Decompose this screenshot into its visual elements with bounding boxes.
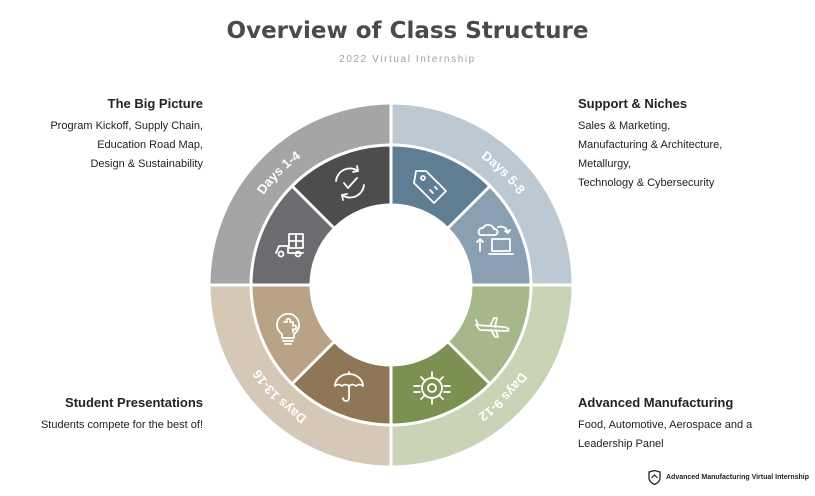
outer-ring-days-13-16 xyxy=(209,285,391,467)
engine-gears-icon xyxy=(413,371,451,405)
quadrant-q2-line: Metallurgy, xyxy=(578,158,631,170)
quadrant-q1-line: Design & Sustainability xyxy=(90,158,203,170)
quadrant-q1-text: The Big Picture Program Kickoff, Supply … xyxy=(50,95,203,174)
shipping-truck-icon xyxy=(275,233,304,258)
shield-logo-icon xyxy=(648,470,661,485)
quadrant-q2-text: Support & Niches Sales & Marketing, Manu… xyxy=(578,95,722,193)
cycle-check-icon xyxy=(335,165,365,201)
quadrant-q2-line: Sales & Marketing, xyxy=(578,120,671,132)
page-title: Overview of Class Structure xyxy=(226,18,589,44)
quadrant-q3-text: Advanced Manufacturing Food, Automotive,… xyxy=(578,394,752,454)
quadrant-q4-text: Student Presentations Students compete f… xyxy=(41,394,203,435)
brand-footer: Advanced Manufacturing Virtual Internshi… xyxy=(648,470,809,485)
price-tag-icon xyxy=(413,170,447,204)
umbrella-icon xyxy=(334,371,364,402)
quadrant-q2-line: Technology & Cybersecurity xyxy=(578,177,715,189)
outer-ring-days-1-4 xyxy=(209,103,391,285)
quadrant-q2-heading: Support & Niches xyxy=(578,96,688,111)
quadrant-q3-line: Leadership Panel xyxy=(578,438,664,450)
quadrant-q2-line: Manufacturing & Architecture, xyxy=(578,139,723,151)
cloud-laptop-icon xyxy=(476,223,514,255)
quadrant-q1-line: Education Road Map, xyxy=(97,139,203,151)
quadrant-q4-heading: Student Presentations xyxy=(65,395,203,410)
airplane-icon xyxy=(475,317,510,338)
outer-ring-days-5-8 xyxy=(391,103,573,285)
quadrant-q1-line: Program Kickoff, Supply Chain, xyxy=(50,120,203,132)
page-subtitle: 2022 Virtual Internship xyxy=(339,54,476,65)
quadrant-q1-heading: The Big Picture xyxy=(107,96,203,111)
brand-text: Advanced Manufacturing Virtual Internshi… xyxy=(666,474,810,481)
outer-ring-days-9-12 xyxy=(391,285,573,467)
quadrant-q3-line: Food, Automotive, Aerospace and a xyxy=(578,419,753,431)
lightbulb-puzzle-icon xyxy=(276,312,300,345)
quadrant-q3-heading: Advanced Manufacturing xyxy=(578,395,734,410)
quadrant-q4-line: Students compete for the best of! xyxy=(40,419,203,431)
